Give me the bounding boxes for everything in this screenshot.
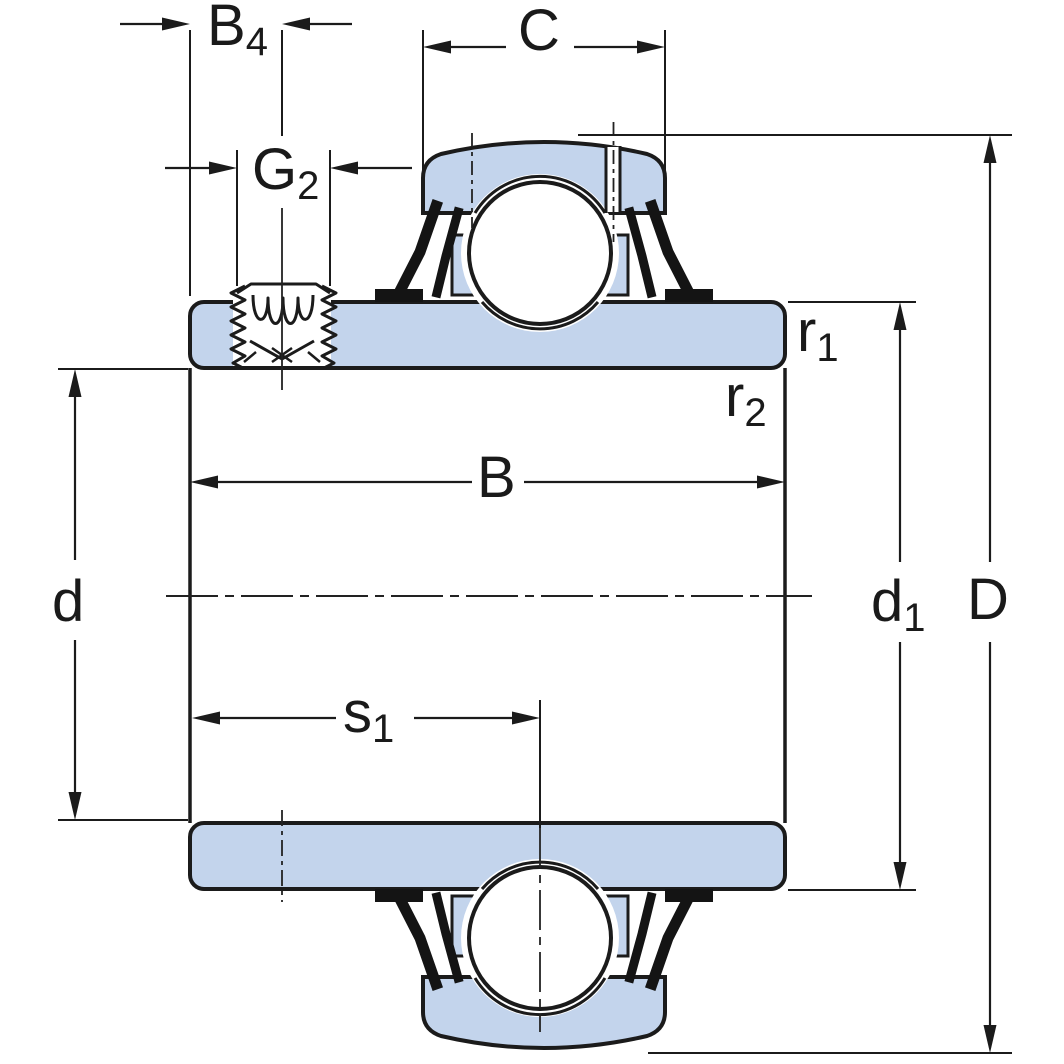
dim-label-b4-sub: 4 [245,20,268,64]
seal-top-right [624,198,713,302]
dim-d1 [893,302,907,890]
dim-label-r1-sub: 1 [816,326,839,370]
dim-label-b4-main: B [207,0,246,58]
dim-label-r1-main: r [797,299,817,364]
dim-label-d1-sub: 1 [903,596,926,640]
dim-label-r2-sub: 2 [744,391,767,435]
dim-label-g2-main: G [252,137,298,202]
dim-label-r1: r1 [797,303,839,369]
dim-s1 [192,711,540,725]
dim-label-d1: d1 [871,573,926,639]
dim-label-D-main: D [967,567,1009,632]
dim-label-r2-main: r [725,364,745,429]
dim-label-c: C [518,2,560,60]
dim-label-d-main: d [52,569,85,634]
dim-b4 [120,17,352,31]
seal-top-left [375,198,464,302]
dim-label-b4: B4 [207,0,268,62]
dim-label-r2: r2 [725,368,767,434]
dim-label-g2: G2 [252,141,319,207]
dim-label-s1: s1 [343,684,394,750]
dim-label-b: B [477,449,516,507]
extension-lines [58,30,1012,1054]
dim-label-s1-sub: 1 [372,707,395,751]
dim-label-d1-main: d [871,569,904,634]
dim-label-d: d [52,573,84,631]
seal-bottom-left [375,889,464,992]
seal-bottom-right [624,889,713,992]
dim-label-D: D [967,571,1009,629]
ball-top [461,174,619,332]
dim-b [190,475,785,489]
dim-d [68,369,82,820]
dim-c [423,40,665,54]
inner-ring-sleeve [188,300,787,891]
dim-label-c-main: C [518,0,560,63]
set-screw [229,282,338,370]
dim-g2 [165,161,412,175]
dim-label-s1-main: s [343,680,372,745]
dim-D [983,135,997,1053]
dim-label-b-main: B [477,445,516,510]
centerlines [166,122,812,1032]
dimension-lines [68,17,997,1053]
dim-label-g2-sub: 2 [297,164,320,208]
